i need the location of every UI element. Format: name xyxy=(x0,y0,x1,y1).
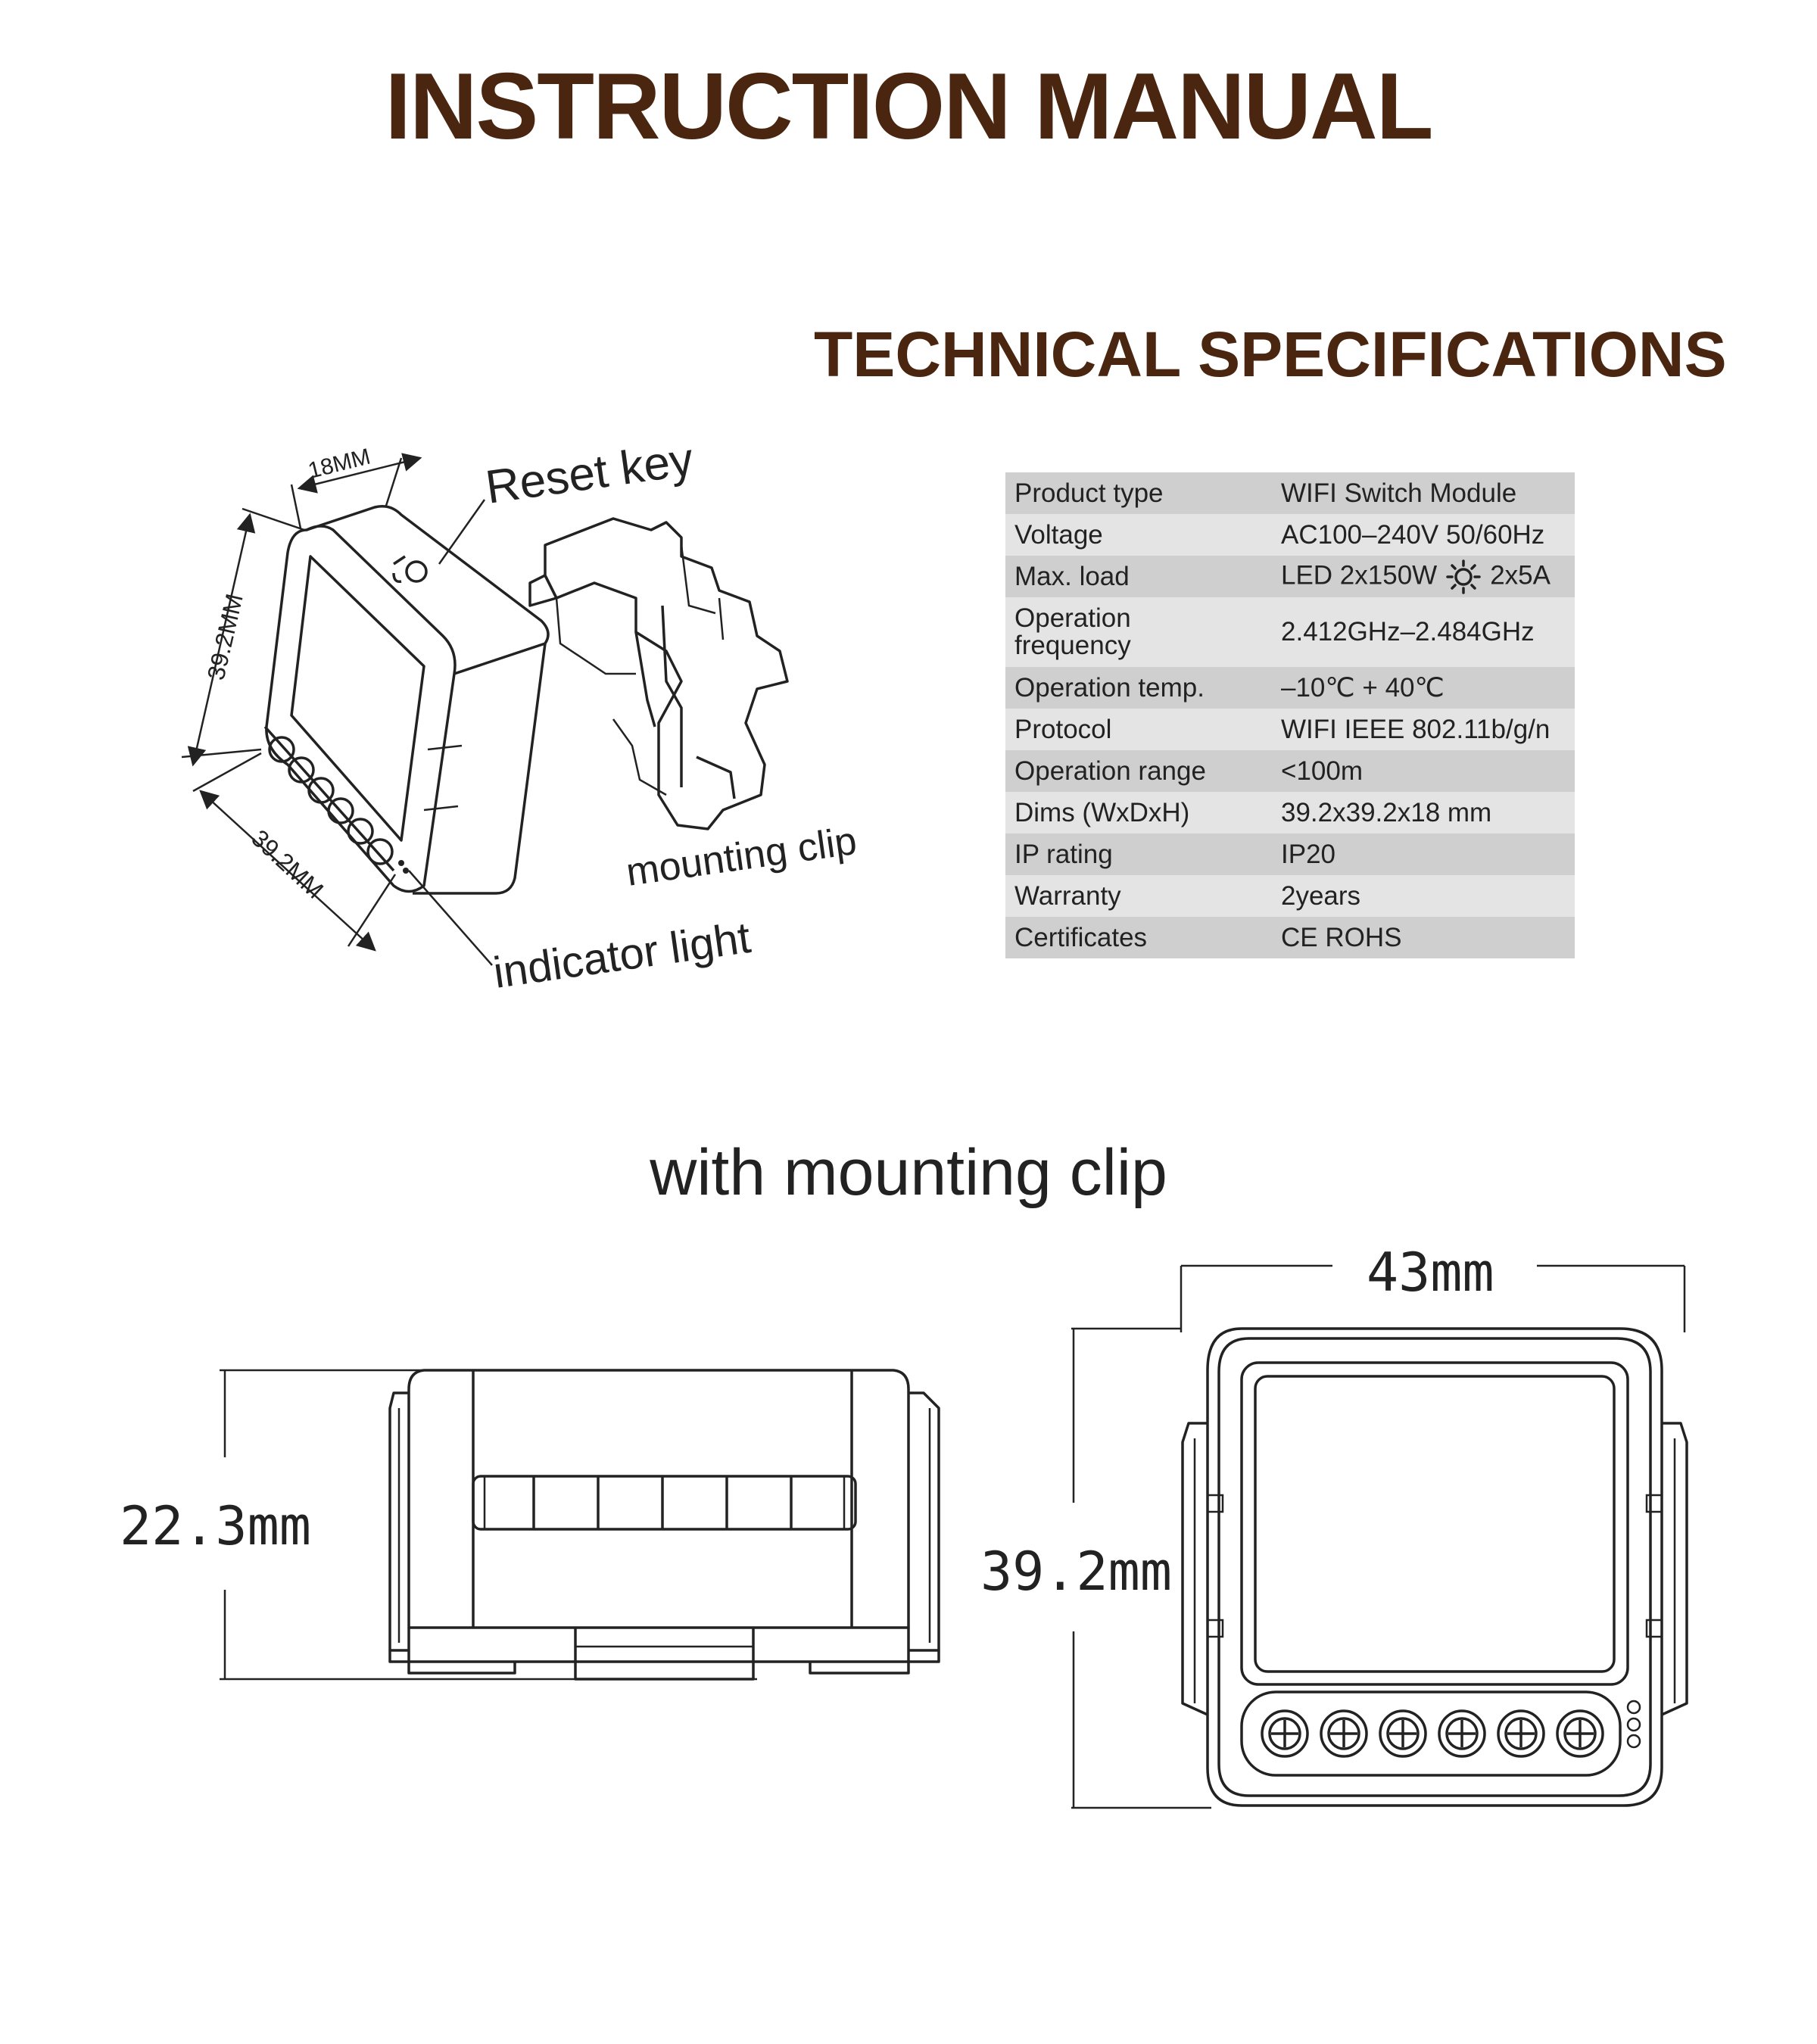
spec-label: Operation temp. xyxy=(1005,667,1272,709)
table-row: Protocol WIFI IEEE 802.11b/g/n xyxy=(1005,709,1575,750)
table-row: Max. load LED 2x150W 2x5A xyxy=(1005,556,1575,597)
reset-key-icon xyxy=(392,555,428,584)
isometric-module-drawing: 18MM 39.2MM 39.2MM Reset key mounting cl… xyxy=(181,433,859,998)
spec-label-line: Operation xyxy=(1014,603,1131,633)
spec-label: Warranty xyxy=(1005,875,1272,917)
spec-value: LED 2x150W 2x5A xyxy=(1272,556,1575,597)
table-row: Dims (WxDxH) 39.2x39.2x18 mm xyxy=(1005,792,1575,833)
spec-label: Dims (WxDxH) xyxy=(1005,792,1272,833)
spec-value: CE ROHS xyxy=(1272,917,1575,958)
front-height-label: 39.2mm xyxy=(980,1541,1172,1603)
mounting-clip-label: mounting clip xyxy=(624,819,859,895)
spec-value: 39.2x39.2x18 mm xyxy=(1272,792,1575,833)
spec-label: Protocol xyxy=(1005,709,1272,750)
spec-value: <100m xyxy=(1272,750,1575,792)
terminal-screw-icon xyxy=(1261,1709,1604,1758)
table-row: Operation frequency 2.412GHz–2.484GHz xyxy=(1005,597,1575,667)
spec-label: Voltage xyxy=(1005,514,1272,556)
table-row: Product type WIFI Switch Module xyxy=(1005,472,1575,514)
table-row: IP rating IP20 xyxy=(1005,833,1575,875)
spec-value: WIFI IEEE 802.11b/g/n xyxy=(1272,709,1575,750)
spec-label: Operation range xyxy=(1005,750,1272,792)
indicator-light-label: indicator light xyxy=(491,913,753,998)
table-row: Certificates CE ROHS xyxy=(1005,917,1575,958)
front-view-drawing: 43mm 39.2mm xyxy=(980,1242,1688,1809)
table-row: Warranty 2years xyxy=(1005,875,1575,917)
spec-value: 2years xyxy=(1272,875,1575,917)
spec-table: Product type WIFI Switch Module Voltage … xyxy=(1005,472,1575,958)
side-view-drawing: 22.3mm xyxy=(120,1369,940,1681)
table-row: Operation range <100m xyxy=(1005,750,1575,792)
spec-label: Max. load xyxy=(1005,556,1272,597)
light-bulb-icon xyxy=(1446,559,1481,594)
front-width-label: 43mm xyxy=(1367,1242,1494,1304)
mounting-clip-drawing xyxy=(528,517,789,830)
spec-label: Certificates xyxy=(1005,917,1272,958)
spec-value: IP20 xyxy=(1272,833,1575,875)
spec-value: 2.412GHz–2.484GHz xyxy=(1272,597,1575,667)
reset-key-label: Reset key xyxy=(482,433,697,514)
table-row: Operation temp. –10℃ + 40℃ xyxy=(1005,667,1575,709)
table-row: Voltage AC100–240V 50/60Hz xyxy=(1005,514,1575,556)
bottom-caption: with mounting clip xyxy=(650,1136,1167,1209)
spec-label: Product type xyxy=(1005,472,1272,514)
dimension-lines xyxy=(181,453,493,966)
side-height-label: 22.3mm xyxy=(120,1495,311,1557)
spec-value-resistive: 2x5A xyxy=(1490,559,1551,590)
spec-value-led: LED 2x150W xyxy=(1281,559,1438,590)
spec-value: –10℃ + 40℃ xyxy=(1272,667,1575,709)
spec-label: Operation frequency xyxy=(1005,597,1272,667)
spec-value: AC100–240V 50/60Hz xyxy=(1272,514,1575,556)
spec-value: WIFI Switch Module xyxy=(1272,472,1575,514)
dim-width-label: 39.2MM xyxy=(246,824,329,904)
spec-label: IP rating xyxy=(1005,833,1272,875)
spec-label-line: frequency xyxy=(1014,631,1131,660)
dim-height-label: 39.2MM xyxy=(202,591,248,683)
section-title: TECHNICAL SPECIFICATIONS xyxy=(814,319,1727,390)
page-title: INSTRUCTION MANUAL xyxy=(385,55,1434,159)
